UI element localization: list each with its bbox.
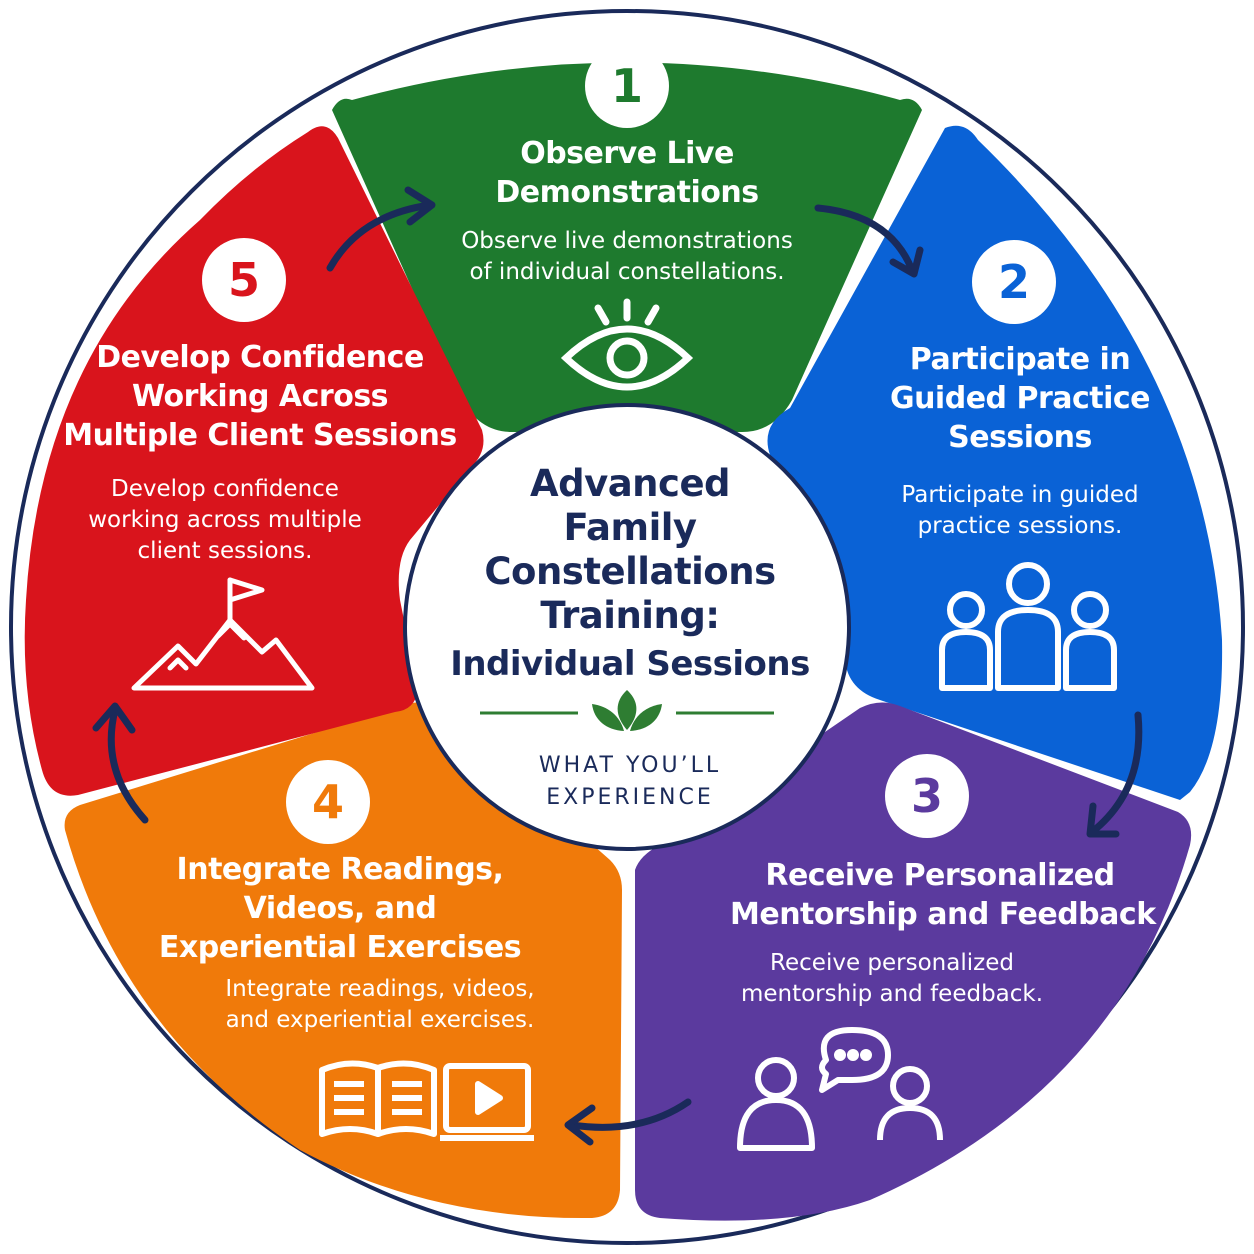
arrow-1-to-2 — [814, 204, 924, 278]
step-2-desc-line: Participate in guided — [901, 482, 1139, 508]
step-5-desc-line: client sessions. — [137, 538, 313, 564]
step-5-title-line: Working Across — [131, 379, 389, 414]
step-4-description: Integrate readings, videos, and experien… — [210, 974, 550, 1036]
eye-icon — [560, 298, 694, 391]
center-title-line: Constellations — [484, 550, 776, 593]
arrow-5-to-1 — [326, 186, 436, 272]
segment-1-shape — [332, 62, 922, 432]
step-2-number: 2 — [972, 240, 1056, 324]
step-5-description: Develop confidence working across multip… — [65, 474, 385, 567]
book-video-icon — [319, 1060, 534, 1141]
step-4-title: Integrate Readings, Videos, and Experien… — [140, 850, 540, 967]
center-title-line: Family — [563, 506, 697, 549]
step-2-title-line: Sessions — [948, 420, 1092, 455]
center-title-line: Training: — [540, 594, 720, 637]
step-5-title: Develop Confidence Working Across Multip… — [60, 338, 460, 455]
step-3-number: 3 — [885, 754, 969, 838]
step-4-title-line: Integrate Readings, — [176, 852, 504, 887]
center-subtitle: Individual Sessions — [450, 644, 810, 684]
step-1-title: Observe Live Demonstrations — [427, 134, 827, 212]
step-2-title-line: Participate in — [909, 342, 1131, 377]
center-tagline: WHAT YOU’LL EXPERIENCE — [480, 750, 780, 814]
step-3-description: Receive personalized mentorship and feed… — [722, 948, 1062, 1010]
step-3-title-line: Mentorship and Feedback — [730, 897, 1156, 932]
segment-2-shape — [767, 125, 1223, 800]
step-2-title: Participate in Guided Practice Sessions — [860, 340, 1180, 457]
step-4-title-line: Experiential Exercises — [158, 930, 522, 965]
step-5-desc-line: working across multiple — [88, 507, 362, 533]
step-5-number: 5 — [202, 238, 286, 322]
step-4-desc-line: Integrate readings, videos, — [225, 976, 535, 1002]
step-2-desc-line: practice sessions. — [917, 513, 1123, 539]
center-tag-line: EXPERIENCE — [546, 785, 714, 810]
leaf-divider — [480, 690, 774, 731]
leaf-icon — [592, 690, 662, 731]
step-3-desc-line: mentorship and feedback. — [740, 981, 1044, 1007]
step-1-number: 1 — [585, 44, 669, 128]
step-3-title-line: Receive Personalized — [765, 858, 1115, 893]
step-2-title-line: Guided Practice — [889, 381, 1151, 416]
step-1-title-line: Demonstrations — [495, 175, 759, 210]
step-4-number: 4 — [286, 760, 370, 844]
step-1-desc-line: of individual constellations. — [469, 259, 785, 285]
step-1-title-line: Observe Live — [520, 136, 734, 171]
arrow-2-to-3 — [1086, 711, 1143, 838]
group-icon — [939, 562, 1117, 691]
mountain-flag-icon — [131, 577, 315, 691]
mentorship-chat-icon — [737, 1027, 943, 1151]
step-5-title-line: Develop Confidence — [96, 340, 424, 375]
step-5-desc-line: Develop confidence — [111, 476, 339, 502]
arrow-4-to-5 — [92, 702, 149, 824]
step-3-title: Receive Personalized Mentorship and Feed… — [730, 856, 1156, 934]
center-circle — [403, 403, 851, 851]
segment-5-shape — [24, 126, 484, 796]
step-1-description: Observe live demonstrations of individua… — [427, 226, 827, 288]
step-1-desc-line: Observe live demonstrations — [461, 228, 793, 254]
step-4-desc-line: and experiential exercises. — [225, 1007, 535, 1033]
step-2-description: Participate in guided practice sessions. — [870, 480, 1170, 542]
center-tag-line: WHAT YOU’LL — [538, 753, 722, 778]
step-3-desc-line: Receive personalized — [770, 950, 1014, 976]
segment-3-shape — [635, 702, 1192, 1221]
center-title: Advanced Family Constellations Training: — [430, 462, 830, 638]
step-5-title-line: Multiple Client Sessions — [63, 418, 457, 453]
arrow-3-to-4 — [564, 1098, 692, 1146]
step-4-title-line: Videos, and — [243, 891, 437, 926]
center-title-line: Advanced — [529, 462, 731, 505]
